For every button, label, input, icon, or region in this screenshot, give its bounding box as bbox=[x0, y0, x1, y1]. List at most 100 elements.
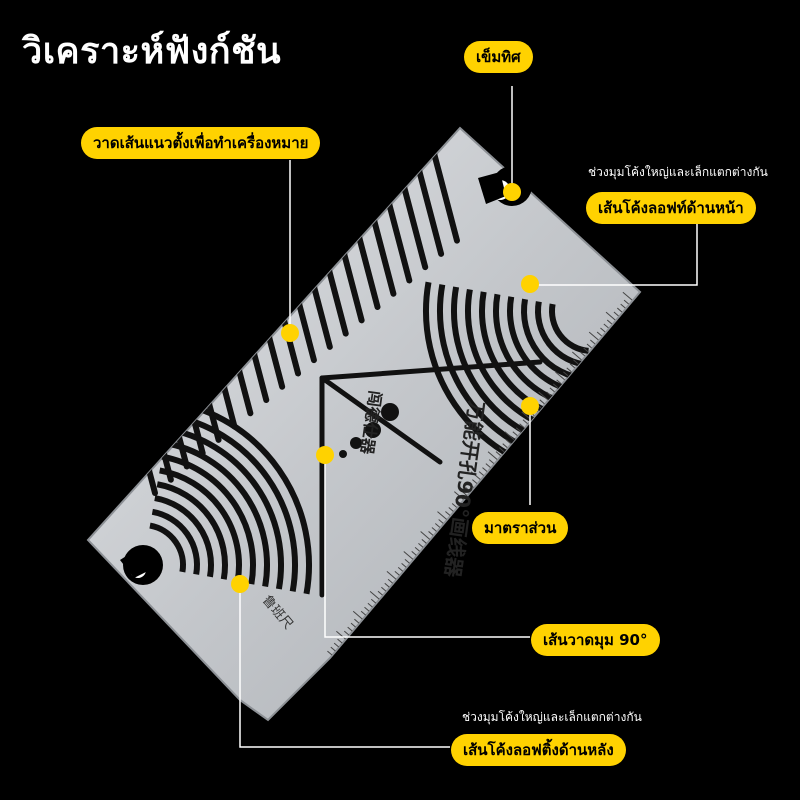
scale-tick bbox=[522, 419, 528, 425]
marker-compass bbox=[503, 183, 521, 201]
scale-tick bbox=[397, 566, 404, 572]
scale-tick bbox=[512, 431, 518, 436]
scale-tick bbox=[499, 447, 505, 452]
scale-tick bbox=[431, 527, 437, 532]
scale-tick bbox=[420, 531, 431, 540]
scale-tick bbox=[451, 503, 458, 508]
marker-vertical-lines bbox=[281, 324, 299, 342]
scale-tick bbox=[573, 359, 579, 365]
front-loft-arc bbox=[549, 303, 589, 354]
scale-tick bbox=[472, 479, 478, 484]
scale-tick bbox=[563, 371, 569, 377]
scale-tick bbox=[470, 471, 481, 480]
scale-tick bbox=[556, 379, 562, 385]
scale-tick bbox=[448, 507, 454, 512]
scale-tick bbox=[343, 630, 350, 636]
back-loft-arc bbox=[161, 453, 256, 585]
scale-tick bbox=[354, 618, 360, 624]
scale-tick bbox=[623, 299, 629, 305]
scale-tick bbox=[384, 582, 390, 588]
scale-tick bbox=[360, 610, 367, 616]
scale-tick bbox=[327, 650, 333, 656]
scale-tick bbox=[586, 343, 592, 349]
back-loft-arc bbox=[156, 481, 228, 580]
scale-tick bbox=[603, 323, 609, 329]
scale-tick bbox=[485, 463, 491, 468]
marker-front-loft bbox=[521, 275, 539, 293]
scale-tick bbox=[421, 539, 427, 544]
scale-tick bbox=[401, 562, 407, 568]
scale-tick bbox=[414, 547, 420, 552]
scale-tick bbox=[445, 511, 451, 516]
scale-tick bbox=[411, 551, 417, 556]
leader-lines bbox=[239, 86, 698, 748]
scale-tick bbox=[461, 491, 468, 496]
scale-tick bbox=[588, 331, 599, 341]
scale-tick bbox=[571, 351, 582, 361]
scale-tick bbox=[566, 367, 572, 373]
scale-tick bbox=[369, 590, 380, 600]
ladder-slot bbox=[430, 146, 460, 244]
scale-ticks bbox=[327, 291, 633, 656]
scale-tick bbox=[504, 431, 515, 440]
back-loft-arc bbox=[168, 412, 298, 592]
label-scale: มาตราส่วน bbox=[472, 512, 569, 544]
scale-tick bbox=[333, 642, 340, 648]
note-front-loft: ช่วงมุมโค้งใหญ่และเล็กแตกต่างกัน bbox=[588, 165, 768, 179]
scale-tick bbox=[583, 347, 589, 353]
scale-tick bbox=[455, 499, 461, 504]
scale-tick bbox=[377, 590, 383, 596]
page-title: วิเคราะห์ฟังก์ชัน bbox=[22, 31, 282, 72]
back-loft-arcs bbox=[149, 398, 312, 595]
scale-tick bbox=[404, 558, 410, 564]
label-compass: เข็มทิศ bbox=[464, 41, 533, 73]
scale-tick bbox=[596, 331, 602, 337]
back-loft-arc bbox=[151, 508, 200, 575]
scale-tick bbox=[428, 531, 434, 536]
scale-tick bbox=[418, 543, 424, 548]
ladder-slot bbox=[414, 160, 445, 257]
scale-tick bbox=[546, 391, 552, 397]
scale-tick bbox=[495, 451, 501, 456]
marker-scale bbox=[521, 397, 539, 415]
label-vertical-lines: วาดเส้นแนวตั้งเพื่อทำเครื่องหมาย bbox=[81, 127, 321, 159]
ladder-slot bbox=[382, 188, 413, 284]
scale-tick bbox=[454, 491, 464, 500]
scale-tick bbox=[364, 606, 370, 612]
back-loft-arc bbox=[166, 426, 284, 590]
scale-tick bbox=[569, 363, 576, 369]
label-back-loft: เส้นโค้งลอฟติ้งด้านหลัง bbox=[451, 734, 626, 766]
scale-tick bbox=[622, 291, 633, 301]
scale-tick bbox=[394, 570, 400, 576]
marker-back-loft bbox=[231, 575, 249, 593]
back-loft-arc bbox=[149, 522, 186, 573]
scale-tick bbox=[367, 602, 373, 608]
note-back-loft: ช่วงมุมโค้งใหญ่และเล็กแตกต่างกัน bbox=[462, 710, 642, 724]
back-loft-arc bbox=[164, 439, 270, 588]
scale-tick bbox=[487, 451, 498, 460]
scale-tick bbox=[370, 598, 377, 604]
scale-tick bbox=[613, 311, 619, 317]
scale-tick bbox=[482, 467, 488, 472]
scale-tick bbox=[519, 423, 525, 429]
scale-tick bbox=[465, 487, 471, 492]
scale-tick bbox=[438, 519, 444, 524]
scale-tick bbox=[605, 311, 616, 321]
scale-tick bbox=[552, 383, 559, 389]
scale-tick bbox=[478, 471, 485, 476]
back-loft-arc bbox=[154, 495, 214, 578]
scale-tick bbox=[403, 551, 414, 560]
scale-tick bbox=[434, 523, 441, 528]
scale-tick bbox=[347, 626, 353, 632]
ladder-slot bbox=[398, 174, 429, 271]
scale-tick bbox=[515, 427, 522, 433]
scale-tick bbox=[579, 351, 586, 357]
scale-tick bbox=[505, 439, 511, 444]
scale-tick bbox=[437, 511, 447, 520]
angle-90-lines bbox=[319, 359, 543, 598]
scale-tick bbox=[538, 391, 549, 401]
label-front-loft: เส้นโค้งลอฟท์ด้านหน้า bbox=[586, 192, 756, 224]
scale-tick bbox=[350, 622, 356, 628]
